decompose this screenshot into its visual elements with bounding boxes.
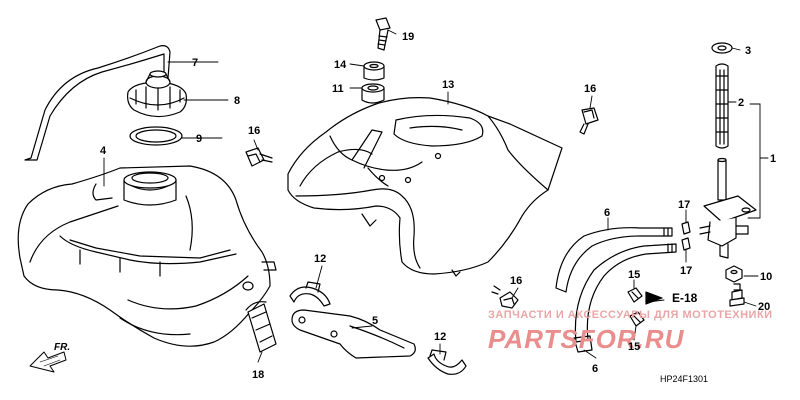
callout-6-upper: 6 [604,207,610,219]
cover-bolt-top [579,107,599,135]
tank-cover [287,97,563,277]
callout-3: 3 [745,45,751,57]
callout-14: 14 [334,59,347,71]
fuel-hose-lower [573,243,677,353]
fuel-cap [127,70,187,118]
callout-4: 4 [100,145,107,157]
callout-16-left: 16 [248,125,260,137]
cap-gasket [129,126,183,146]
callout-6-lower: 6 [592,363,598,375]
cover-bolt-bottom [491,285,519,309]
breather-tube [24,45,171,161]
callout-1: 1 [770,153,776,165]
reference-e18: E-18 [672,291,698,305]
fuel-strainer [715,63,729,149]
callout-9: 9 [196,133,202,145]
callout-5: 5 [372,315,378,327]
fuel-tank [17,165,277,347]
callout-16-bottom: 16 [510,275,522,287]
callout-12-lower: 12 [434,331,446,343]
tank-band-clip-upper [289,281,331,307]
callout-17-upper: 17 [678,199,690,211]
callout-15-lower: 15 [628,341,640,353]
callout-16-top: 16 [584,83,596,95]
mounting-bolt [375,17,391,51]
callout-7: 7 [192,57,198,69]
watermark-tagline: ЗАПЧАСТИ И АКСЕССУАРЫ ДЛЯ МОТОТЕХНИКИ [488,309,773,321]
callout-12-upper: 12 [314,253,326,265]
watermark-logo: PARTSFOR.RU [488,324,685,354]
callout-19: 19 [402,31,414,43]
reference-arrow [645,291,663,305]
front-direction-icon [29,351,67,373]
watermark: ЗАПЧАСТИ И АКСЕССУАРЫ ДЛЯ МОТОТЕХНИКИ PA… [488,309,773,354]
callout-10: 10 [760,271,772,283]
callout-13: 13 [442,79,454,91]
callout-8: 8 [234,95,240,107]
washer [711,42,733,54]
callout-labels: 1 2 3 4 5 6 6 7 8 9 10 11 12 12 13 14 15… [54,31,776,384]
hose-clamp-upper [627,287,643,303]
hose-clip-upper [681,221,691,235]
callout-2: 2 [738,97,744,109]
hose-clip-lower [681,237,691,251]
fuel-hose-upper [555,227,673,293]
cover-bolt-left [245,147,273,167]
valve-nut [725,265,743,283]
drain-bolt [729,283,745,307]
fuel-valve [699,157,757,259]
callout-15-upper: 15 [628,269,640,281]
callout-11: 11 [332,83,344,95]
callout-17-lower: 17 [680,265,692,277]
collar [363,61,385,81]
tank-band-clip-lower [427,349,467,375]
rubber-strap [245,301,277,353]
hose-clamp-lower [629,311,645,327]
rubber-mount [361,83,385,104]
diagram-code: HP24F1301 [660,374,708,384]
callout-18: 18 [252,369,264,381]
tank-bracket [291,309,416,359]
callout-20: 20 [758,301,770,313]
front-direction-label: FR. [54,342,70,353]
